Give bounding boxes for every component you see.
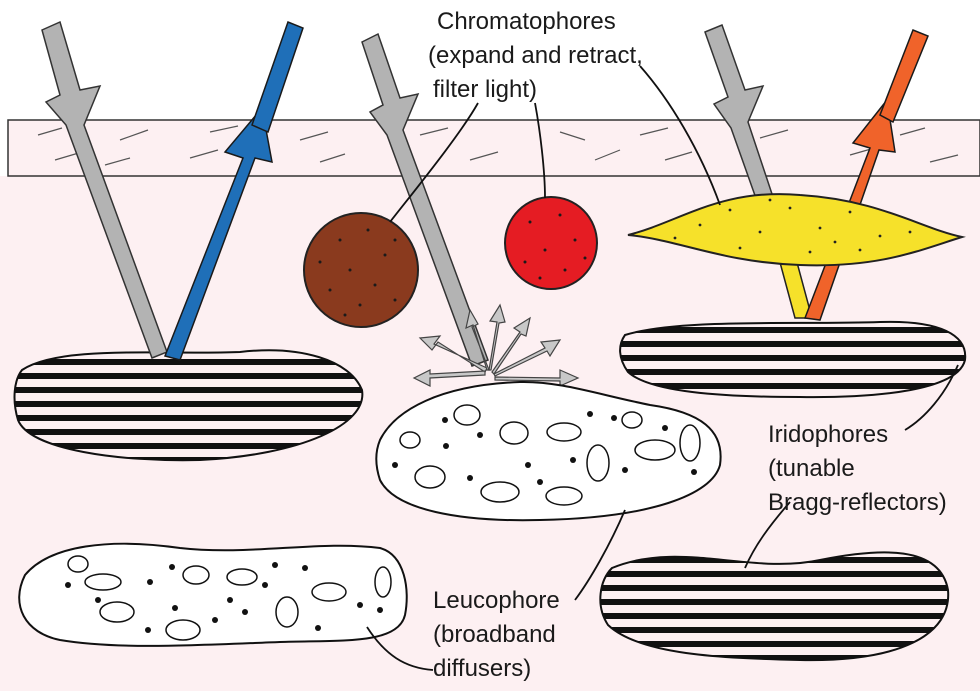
- label-iridophores-line-3: Bragg-reflectors): [768, 489, 947, 516]
- chromatophore-red: [505, 197, 597, 289]
- label-leucophore-line-2: (broadband: [433, 621, 556, 648]
- label-iridophores-line-2: (tunable: [768, 455, 855, 482]
- label-chromatophores-line-3: filter light): [433, 76, 537, 103]
- label-iridophores-line-1: Iridophores: [768, 421, 888, 448]
- leucophore-bottom-left: [19, 544, 407, 646]
- chromatophore-brown: [304, 213, 418, 327]
- reflected-light-arrow-orange-tail: [880, 30, 928, 122]
- label-chromatophores-line-2: (expand and retract,: [428, 42, 643, 69]
- label-leucophore-line-3: diffusers): [433, 655, 531, 682]
- label-chromatophores-line-1: Chromatophores: [437, 8, 616, 35]
- label-leucophore-line-1: Leucophore: [433, 587, 560, 614]
- label-chromatophores: Chromatophores (expand and retract, filt…: [428, 8, 643, 103]
- reflected-light-arrow-blue-tail: [252, 22, 303, 132]
- epidermis-layer: [8, 120, 980, 176]
